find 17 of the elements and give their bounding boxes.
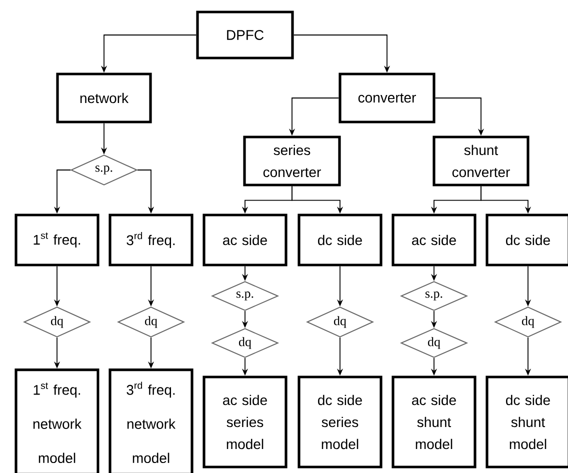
process-box: ac side shunt model — [392, 376, 476, 468]
process-box: series converter — [243, 136, 341, 186]
process-box: shunt converter — [432, 136, 530, 186]
process-box: $\begin{array}{c}\text{3}^{\text{rd}}\text{ freq.}\\ \text{network}\\ \text{model}\end{array}$ — [108, 368, 194, 473]
process-box: dc side series model — [298, 376, 382, 468]
process-box: dc side — [298, 214, 382, 266]
process-box: dc side — [486, 214, 568, 266]
process-box: DPFC — [196, 10, 294, 60]
process-box: ac side — [202, 214, 288, 266]
process-box: dc side shunt model — [486, 376, 568, 468]
process-box: converter — [338, 72, 436, 124]
process-box: ac side series model — [202, 376, 288, 468]
process-box: network — [56, 72, 152, 124]
process-box: $\begin{array}{c}\text{1}^{\text{st}}\text{ freq.}\\ \text{network}\\ \text{model}\end{array}$ — [14, 368, 100, 473]
process-box: ac side — [392, 214, 476, 266]
process-box: $\text{3}^{\text{rd}}\text{ freq.}$ — [108, 214, 194, 266]
process-box: $\text{1}^{\text{st}}\text{ freq.}$ — [14, 214, 100, 266]
